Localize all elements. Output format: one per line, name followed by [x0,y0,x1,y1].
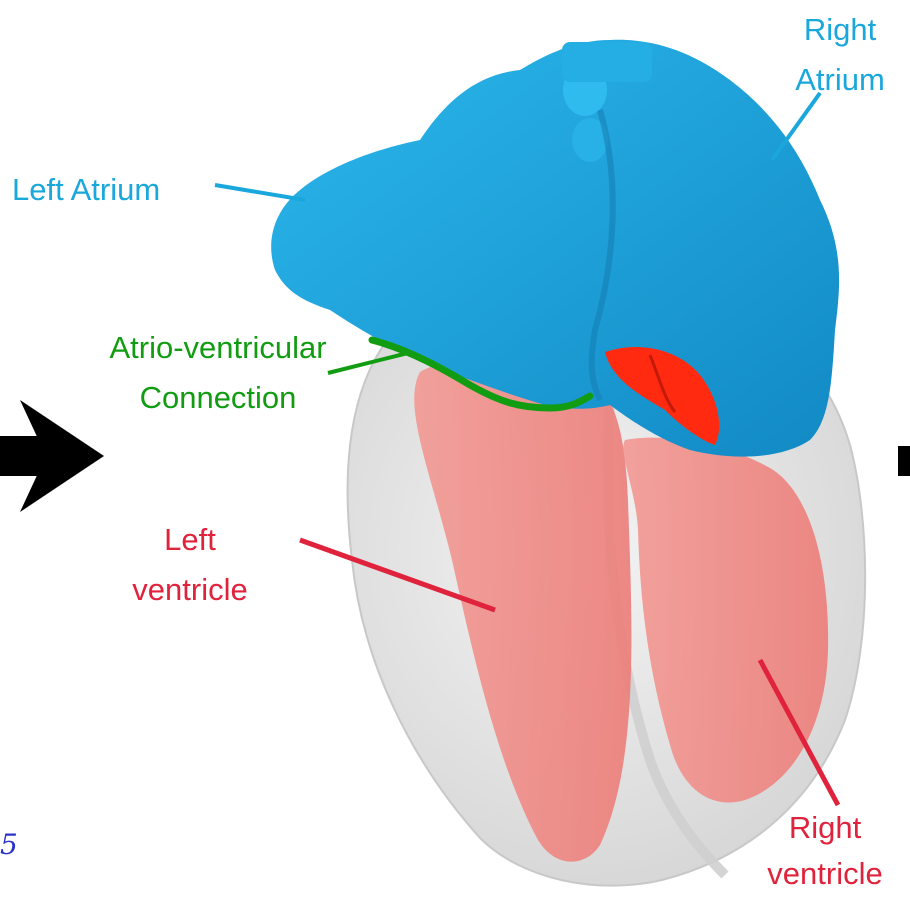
left-ventricle-label-line1: Left [100,522,280,558]
av-connection-label-line1: Atrio-ventricular [58,330,378,366]
vessel-stump [562,42,652,82]
right-atrium-label-line2: Atrium [780,62,900,98]
left-atrium-label: Left Atrium [12,172,160,208]
av-connection-label-line2: Connection [58,380,378,416]
partial-arrow-icon [898,446,910,476]
page-number: 5 [0,828,18,861]
right-arrow-icon [0,400,104,512]
right-ventricle-label-line2: ventricle [745,856,905,892]
leader-left-atrium [215,185,305,200]
right-ventricle-label-line1: Right [745,810,905,846]
right-atrium-label-line1: Right [780,12,900,48]
leader-right-atrium [772,93,820,160]
left-ventricle-label-line2: ventricle [100,572,280,608]
